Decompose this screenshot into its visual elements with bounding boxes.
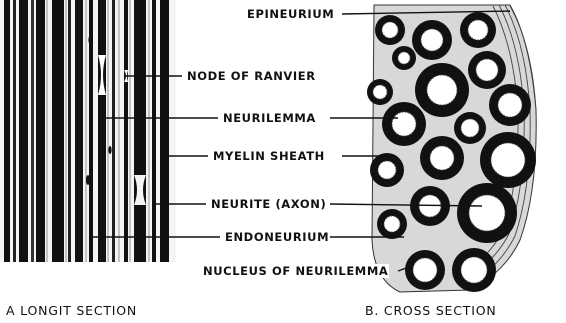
label-node-of-ranvier: NODE OF RANVIER <box>186 69 317 83</box>
cross-section-panel <box>367 5 536 292</box>
caption-longitudinal-section: A LONGIT SECTION <box>6 303 137 318</box>
caption-cross-section: B. CROSS SECTION <box>365 303 497 318</box>
label-neurite: NEURITE (AXON) <box>210 197 327 211</box>
label-myelin-sheath: MYELIN SHEATH <box>212 149 326 163</box>
label-epineurium: EPINEURIUM <box>246 7 335 21</box>
neurilemma-nucleus-mark <box>86 175 90 185</box>
longitudinal-section-panel <box>0 0 176 262</box>
label-nucleus-of-neurilemma: NUCLEUS OF NEURILEMMA <box>202 264 389 278</box>
label-neurilemma: NEURILEMMA <box>222 111 317 125</box>
label-endoneurium: ENDONEURIUM <box>224 230 330 244</box>
